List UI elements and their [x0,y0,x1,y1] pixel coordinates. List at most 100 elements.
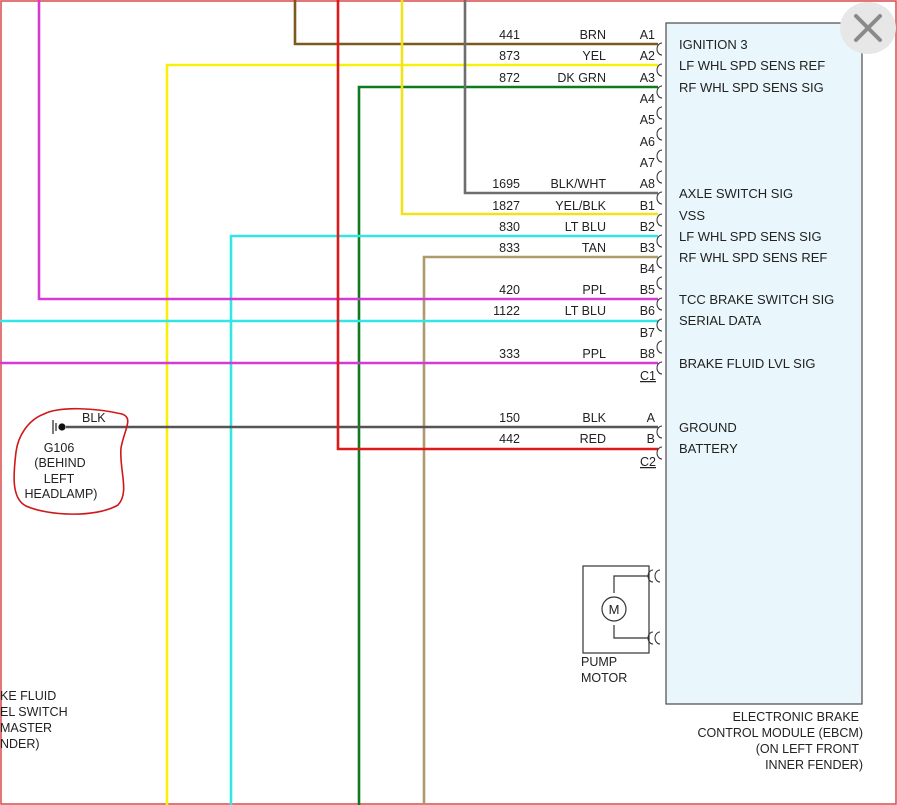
wires [0,0,658,805]
pin-function-label: BATTERY [679,441,738,456]
circuit-number: 830 [499,220,520,234]
pin-id: B7 [640,326,655,340]
close-icon [854,14,882,42]
pin-terminal [656,149,663,163]
pin-id: A1 [640,28,655,42]
pump-motor-wires [613,575,649,639]
pin-terminal [656,85,663,99]
circuit-number: 873 [499,49,520,63]
ground-wire-color-label: BLK [82,411,106,425]
ground-label-line-1: G106 [44,441,75,455]
pin-terminal [656,276,663,290]
partial-label-line-4: NDER) [0,737,40,751]
pin-id: B3 [640,241,655,255]
ebcm-caption-line-3: (ON LEFT FRONT [756,742,860,756]
pin-function-label: VSS [679,208,705,223]
pin-function-label: LF WHL SPD SENS REF [679,58,825,73]
pin-id: A4 [640,92,655,106]
pin-id: A5 [640,113,655,127]
pin-terminal [656,42,663,56]
pin-function-label: GROUND [679,420,737,435]
wire-color-label: YEL/BLK [555,199,606,213]
wire-a1 [293,0,658,46]
pin-id: B2 [640,220,655,234]
pin-terminal [656,446,663,460]
circuit-number: 442 [499,432,520,446]
pump-motor-label-2: MOTOR [581,671,627,685]
ebcm-caption-line-2: CONTROL MODULE (EBCM) [697,726,863,740]
pin-id: B4 [640,262,655,276]
brake-fluid-level-switch-partial-label: KE FLUID EL SWITCH MASTER NDER) [0,689,68,751]
pin-terminal [656,234,663,248]
ground-label-line-2: (BEHIND [34,456,85,470]
pump-motor-label-1: PUMP [581,655,617,669]
ebcm-module-box [665,22,863,705]
wire-a2 [165,63,658,805]
partial-label-line-3: MASTER [0,721,52,735]
pin-terminal [656,297,663,311]
wire-a3 [357,85,658,805]
circuit-number: 420 [499,283,520,297]
wire-color-label: BLK [582,411,606,425]
pump-motor: M PUMP MOTOR [581,565,661,685]
wire-color-label: DK GRN [557,71,606,85]
connector-c1-label: C1 [640,369,656,383]
pin-id: A8 [640,177,655,191]
pin-id: A2 [640,49,655,63]
ground-connection-dot [58,423,66,431]
ebcm-caption: ELECTRONIC BRAKE CONTROL MODULE (EBCM) (… [697,710,863,772]
circuit-number: 150 [499,411,520,425]
pin-terminal [656,213,663,227]
wire-color-label: RED [580,432,606,446]
motor-symbol-circle [601,596,627,622]
pin-terminal [656,425,663,439]
wire-b1 [400,0,658,216]
pin-id: B6 [640,304,655,318]
pin-row-b2: 830 LT BLU B2 LF WHL SPD SENS SIG [499,220,822,248]
connector-c2-label: C2 [640,455,656,469]
wire-color-label: TAN [582,241,606,255]
pin-id: A3 [640,71,655,85]
pin-id: A6 [640,135,655,149]
pin-function-label: LF WHL SPD SENS SIG [679,229,822,244]
pin-terminal [656,361,663,375]
pin-row-a5: A5 [640,113,663,141]
close-button[interactable] [840,2,896,54]
pin-row-b7: B7 [640,326,663,354]
circuit-number: 441 [499,28,520,42]
wire-b2 [229,234,658,805]
circuit-number: 1122 [493,304,520,318]
pin-terminal [656,106,663,120]
circuit-number: 1695 [492,177,520,191]
wire-color-label: LT BLU [565,304,606,318]
wire-color-label: BLK/WHT [550,177,606,191]
pin-row-a4: A4 [640,92,663,120]
pin-id: A7 [640,156,655,170]
pin-id: B1 [640,199,655,213]
circuit-number: 872 [499,71,520,85]
wire-c2-b [336,0,658,451]
pin-row-a6: A6 [640,135,663,163]
pin-id: B8 [640,347,655,361]
pin-terminal [656,318,663,332]
motor-terminal-2 [647,631,661,645]
motor-symbol: M [609,602,620,617]
circuit-number: 833 [499,241,520,255]
wire-color-label: LT BLU [565,220,606,234]
pin-terminal [656,127,663,141]
ground-symbol-icon [52,420,57,434]
wire-b3 [422,255,658,805]
pin-terminal [656,191,663,205]
